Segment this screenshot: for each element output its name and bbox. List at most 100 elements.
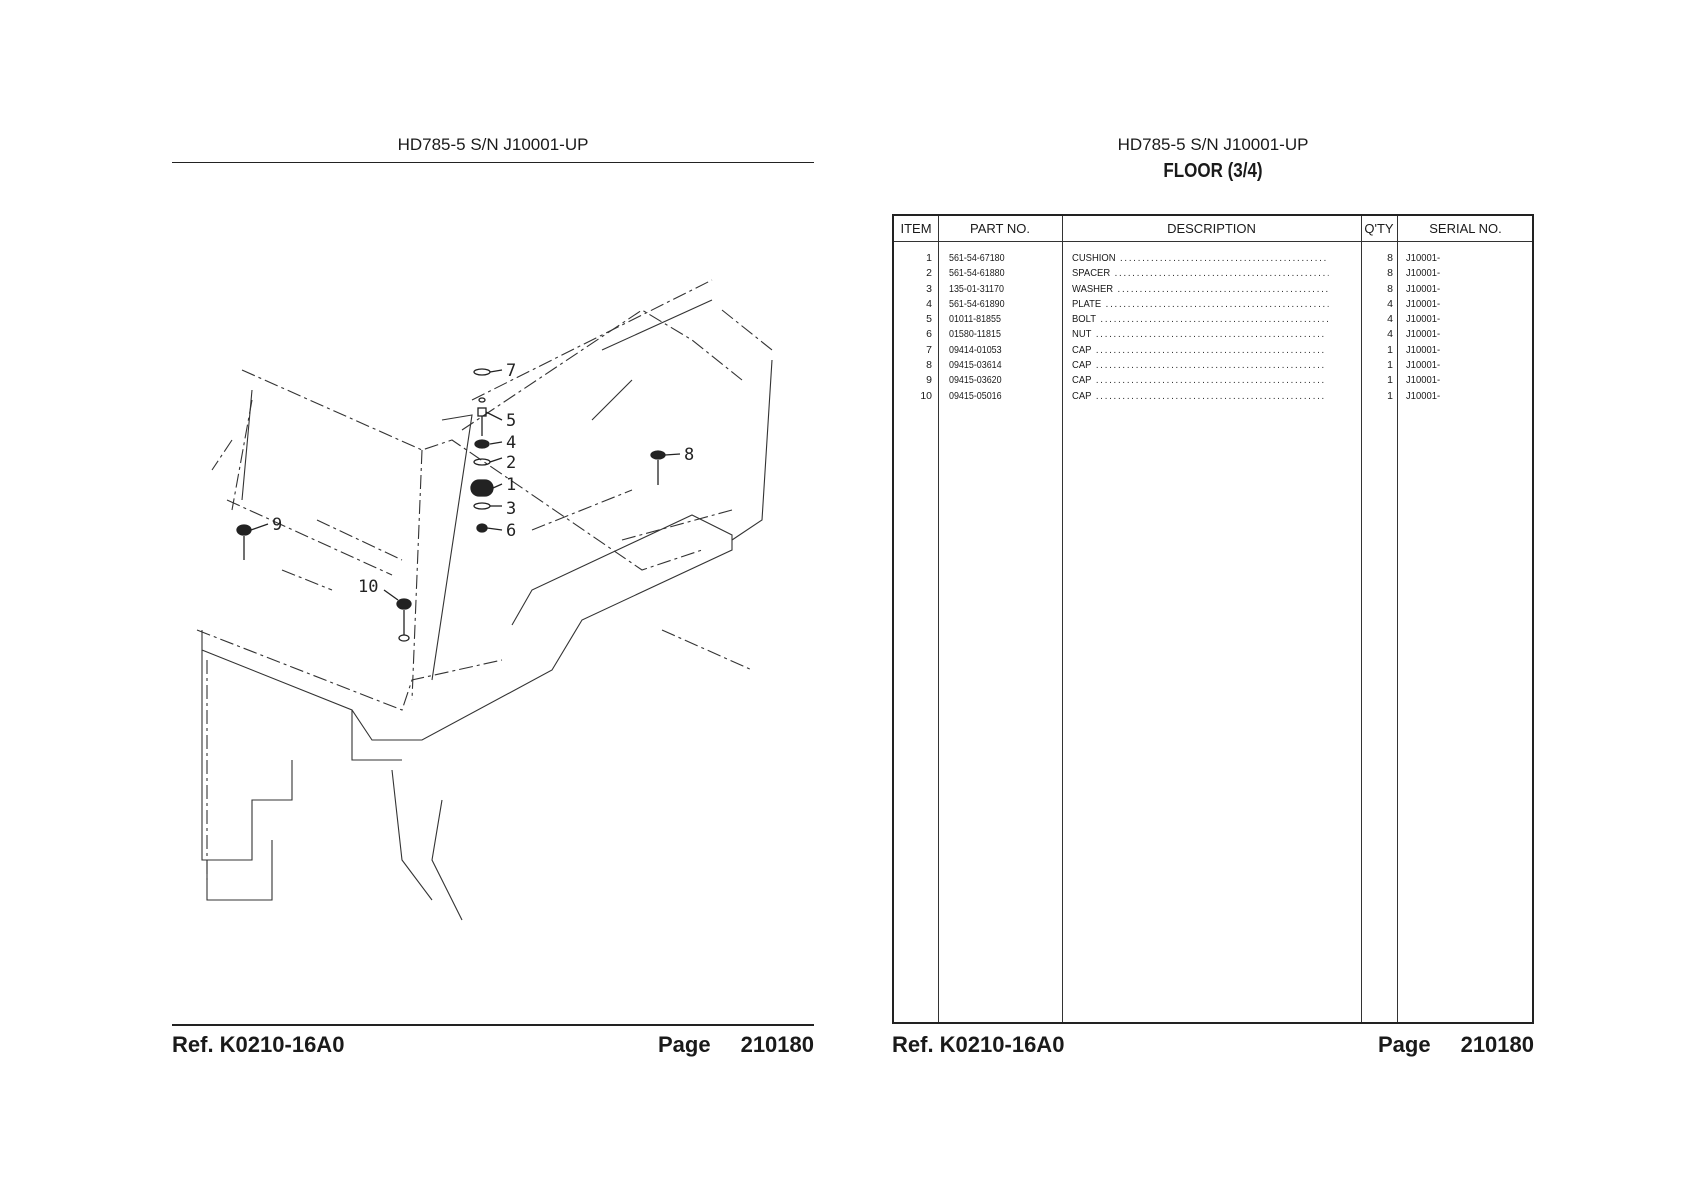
cell-description-text: NUT xyxy=(1072,328,1092,341)
table-rows: 1 561-54-67180 CUSHION ...................… xyxy=(894,251,1532,404)
left-top-rule xyxy=(172,162,814,163)
cell-serial: J10001- xyxy=(1406,267,1441,280)
cell-serial: J10001- xyxy=(1406,374,1441,387)
cell-serial: J10001- xyxy=(1406,343,1441,356)
callout-4: 4 xyxy=(506,433,516,453)
leader-dots: ........................................… xyxy=(1095,313,1329,326)
right-footer-page-number: 210180 xyxy=(1460,1032,1534,1057)
header-qty: Q'TY xyxy=(1364,221,1394,236)
table-row: 3 135-01-31170 WASHER ....................… xyxy=(894,282,1532,297)
cell-description: CAP ....................................… xyxy=(1072,343,1329,358)
cell-part-no: 135-01-31170 xyxy=(949,282,1004,295)
callout-7: 7 xyxy=(506,361,516,381)
cell-description-text: CAP xyxy=(1072,359,1092,372)
leader-dots: ........................................… xyxy=(1091,359,1326,372)
cell-description-text: WASHER xyxy=(1072,282,1114,295)
cell-description: BOLT ...................................… xyxy=(1072,312,1329,327)
left-model-header: HD785-5 S/N J10001-UP xyxy=(397,135,589,154)
cell-description-text: CAP xyxy=(1072,374,1092,387)
col-sep-qty xyxy=(1397,216,1398,1022)
cell-description: WASHER .................................… xyxy=(1072,282,1329,297)
cell-description-text: CUSHION xyxy=(1072,252,1116,264)
cell-qty: 1 xyxy=(1387,359,1393,372)
table-row: 6 01580-11815 NUT ........................… xyxy=(894,327,1532,342)
cell-part-no: 01580-11815 xyxy=(949,328,1001,341)
exploded-parts-drawing: 7 5 4 2 1 3 6 8 9 10 xyxy=(196,279,773,921)
header-item: ITEM xyxy=(900,221,932,236)
cell-serial: J10001- xyxy=(1406,252,1441,264)
cell-description: CUSHION ................................… xyxy=(1072,251,1329,266)
leader-dots: ........................................… xyxy=(1091,343,1326,356)
cell-description: NUT ....................................… xyxy=(1072,327,1329,342)
header-description: DESCRIPTION xyxy=(1167,221,1256,236)
col-sep-desc xyxy=(1361,216,1362,1022)
cell-part-no: 09414-01053 xyxy=(949,343,1002,356)
cell-qty: 1 xyxy=(1387,374,1393,387)
right-footer-page: Page 210180 xyxy=(1378,1032,1534,1058)
cell-item: 5 xyxy=(926,313,932,326)
cell-serial: J10001- xyxy=(1406,313,1441,326)
callout-10: 10 xyxy=(358,577,378,597)
leader-dots: ........................................… xyxy=(1110,267,1329,280)
cell-item: 4 xyxy=(926,297,932,310)
col-sep-part xyxy=(1062,216,1063,1022)
cell-part-no: 09415-03620 xyxy=(949,374,1002,387)
leader-dots: ........................................… xyxy=(1091,389,1326,402)
cell-description: CAP ....................................… xyxy=(1072,373,1329,388)
cell-description: PLATE ..................................… xyxy=(1072,297,1329,312)
header-separator xyxy=(894,241,1532,242)
cell-qty: 4 xyxy=(1387,313,1393,326)
section-title: FLOOR (3/4) xyxy=(1163,160,1263,182)
cell-part-no: 09415-03614 xyxy=(949,359,1002,372)
cell-item: 2 xyxy=(926,267,932,280)
cell-item: 6 xyxy=(926,328,932,341)
left-footer-page-number: 210180 xyxy=(740,1032,814,1057)
cell-qty: 1 xyxy=(1387,343,1393,356)
right-footer-page-label: Page xyxy=(1377,1032,1431,1057)
callout-2: 2 xyxy=(506,453,516,473)
leader-dots: ........................................… xyxy=(1113,282,1329,295)
leader-dots: ........................................… xyxy=(1091,328,1326,341)
cell-serial: J10001- xyxy=(1406,282,1441,295)
cell-qty: 8 xyxy=(1387,282,1393,295)
cell-qty: 4 xyxy=(1387,328,1393,341)
cell-item: 9 xyxy=(926,374,932,387)
cell-qty: 8 xyxy=(1387,267,1393,280)
leader-dots: ........................................… xyxy=(1091,374,1326,387)
cell-part-no: 561-54-67180 xyxy=(949,252,1005,264)
callout-3: 3 xyxy=(506,499,516,519)
left-footer-page: Page 210180 xyxy=(658,1032,814,1058)
cell-serial: J10001- xyxy=(1406,328,1441,341)
cell-description: CAP ....................................… xyxy=(1072,358,1329,373)
cell-part-no: 01011-81855 xyxy=(949,313,1001,326)
cell-item: 10 xyxy=(920,389,932,402)
cell-qty: 1 xyxy=(1387,389,1393,402)
cell-serial: J10001- xyxy=(1406,297,1441,310)
right-model-header: HD785-5 S/N J10001-UP xyxy=(1117,135,1309,154)
cell-description: CAP ....................................… xyxy=(1072,389,1329,404)
cell-item: 7 xyxy=(926,343,932,356)
callout-1: 1 xyxy=(506,475,516,495)
cell-qty: 8 xyxy=(1387,252,1393,264)
callout-6: 6 xyxy=(506,521,516,541)
cell-description-text: CAP xyxy=(1072,343,1092,356)
left-footer-page-label: Page xyxy=(657,1032,711,1057)
table-row: 9 09415-03620 CAP ........................… xyxy=(894,373,1532,388)
callout-5: 5 xyxy=(506,411,516,431)
header-part-no: PART NO. xyxy=(970,221,1030,236)
cell-serial: J10001- xyxy=(1406,359,1441,372)
callout-9: 9 xyxy=(272,515,282,535)
cell-item: 3 xyxy=(926,282,932,295)
parts-table: ITEM PART NO. DESCRIPTION Q'TY SERIAL NO… xyxy=(892,214,1534,1024)
callout-8: 8 xyxy=(684,445,694,465)
cell-serial: J10001- xyxy=(1406,389,1441,402)
right-page: HD785-5 S/N J10001-UP FLOOR (3/4) ITEM P… xyxy=(892,0,1534,1190)
left-bottom-rule xyxy=(172,1024,814,1026)
cell-description-text: BOLT xyxy=(1072,313,1096,326)
